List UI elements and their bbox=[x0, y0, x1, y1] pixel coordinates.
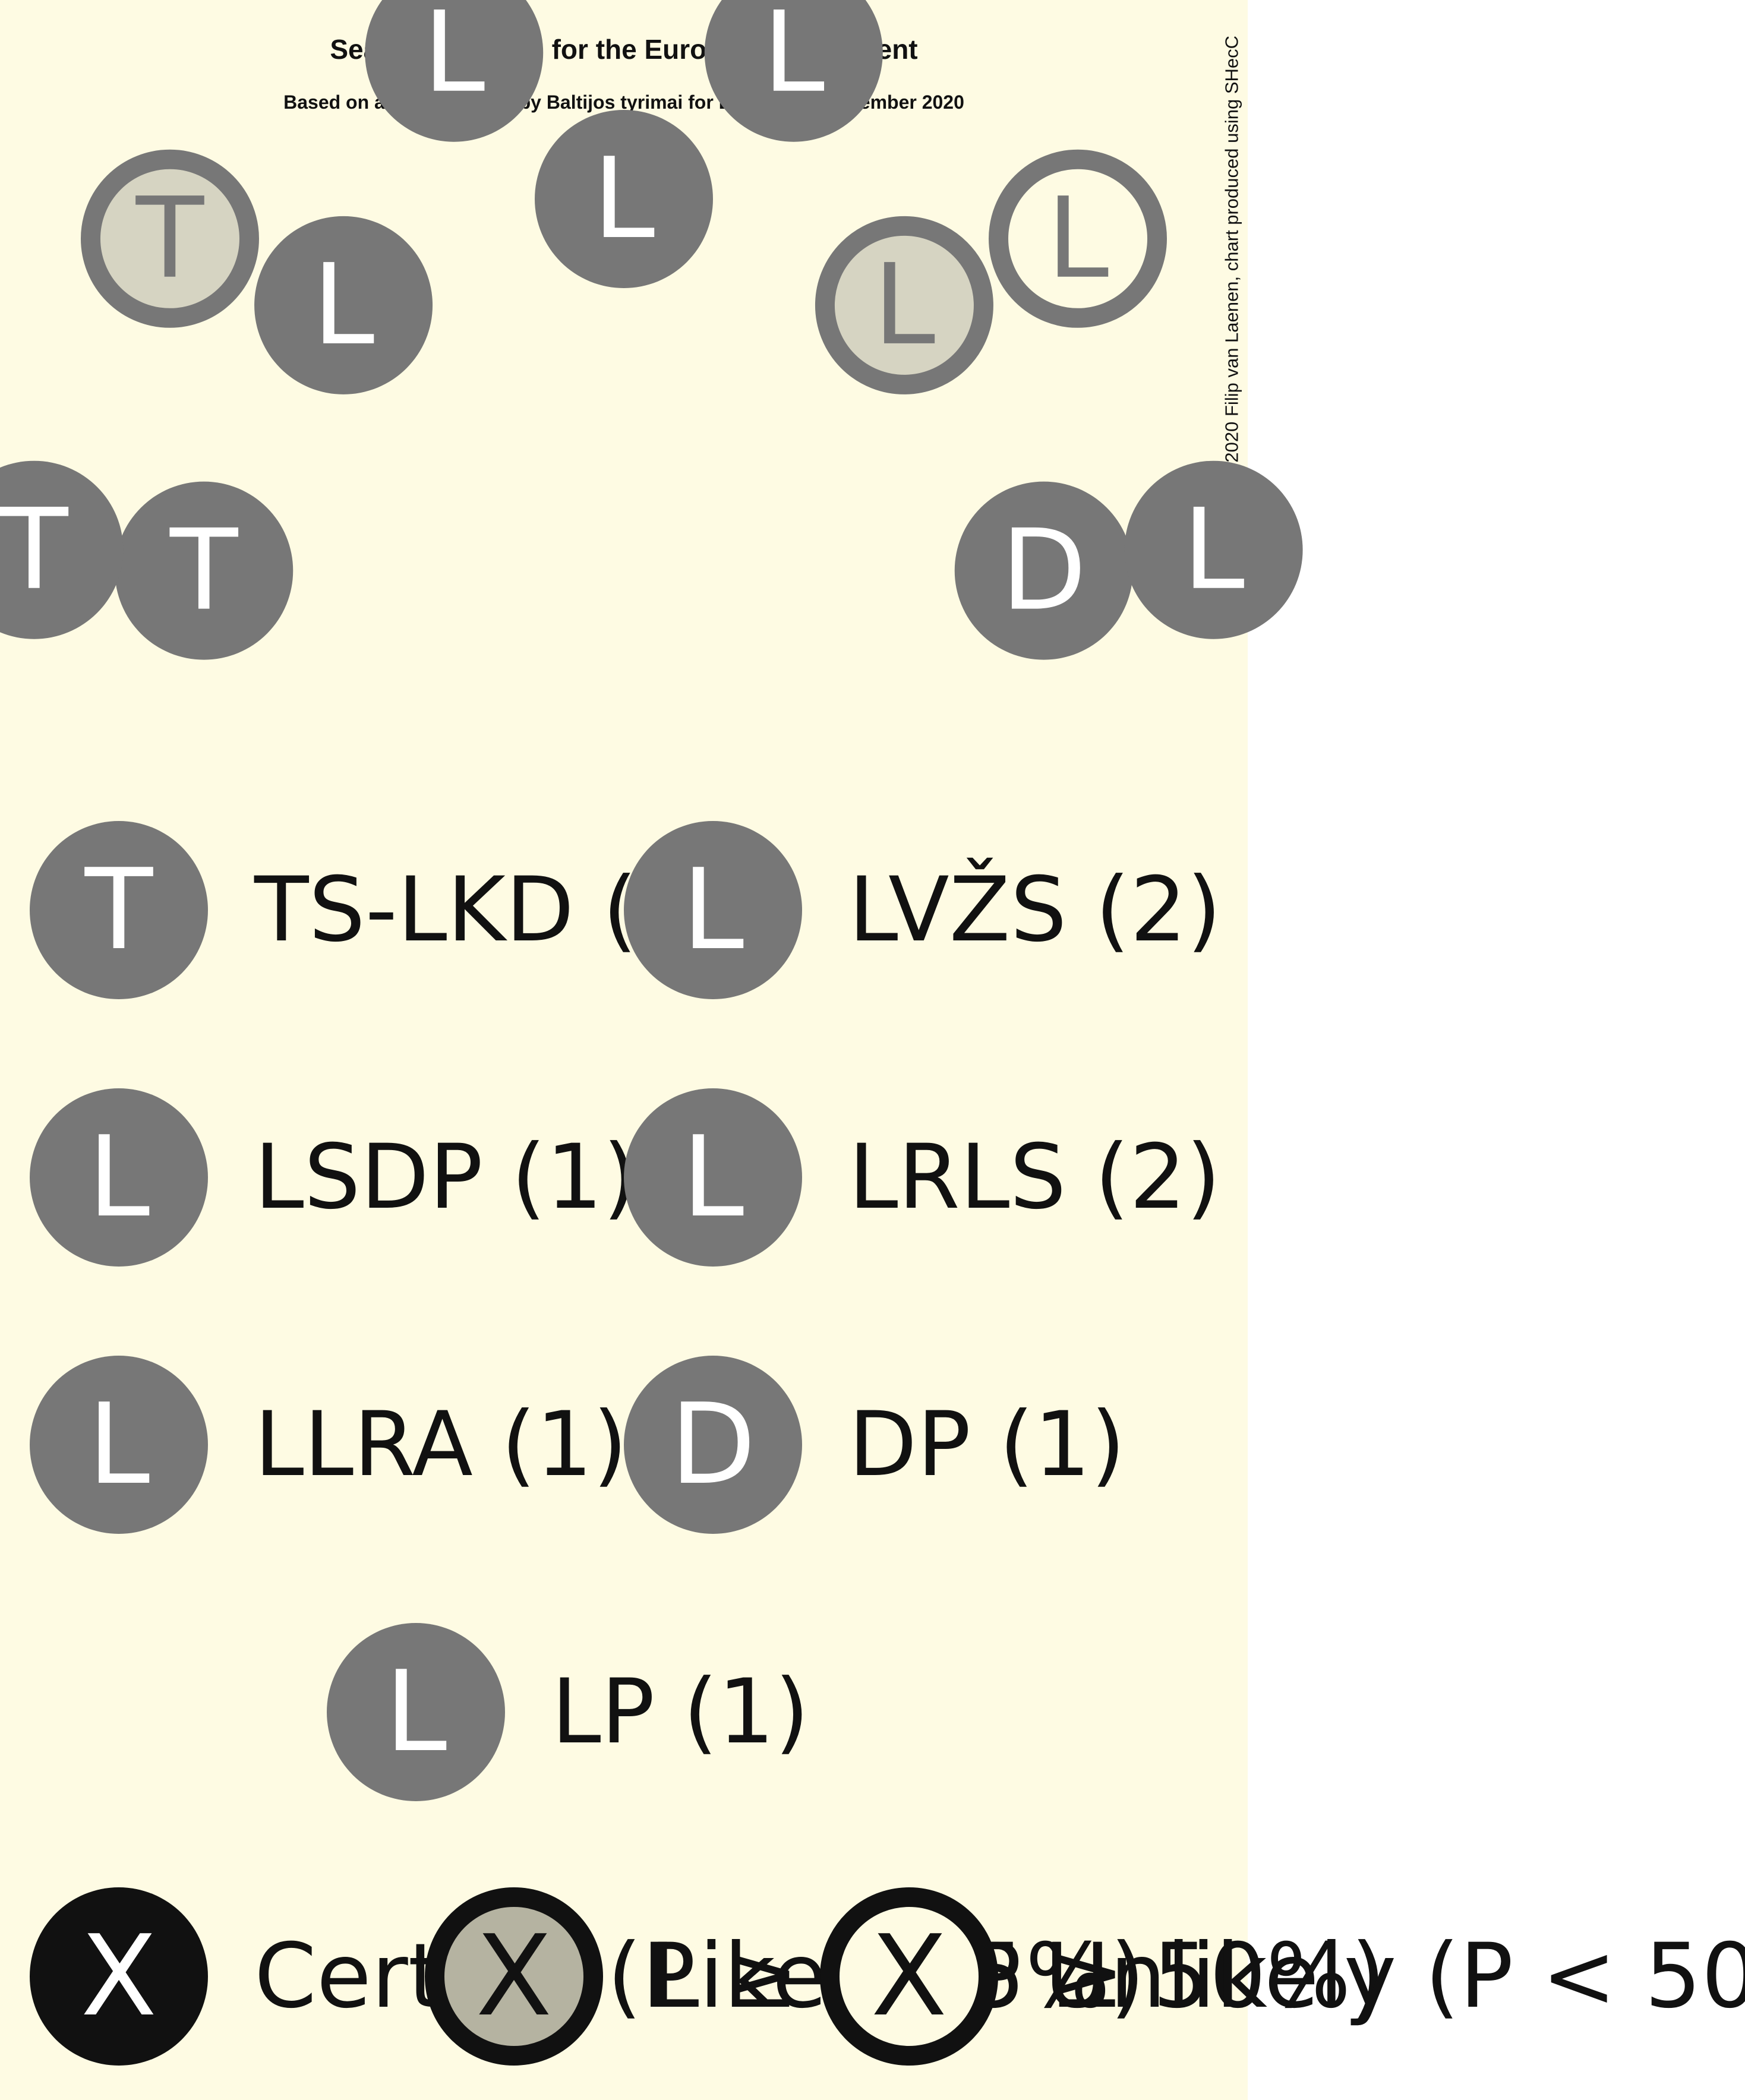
seat-1-circle bbox=[115, 481, 294, 660]
party-marker: T bbox=[30, 821, 208, 999]
party-item: L LVŽS (2) bbox=[624, 821, 1222, 999]
seat-3-circle bbox=[80, 149, 259, 328]
seat-11: L bbox=[1124, 460, 1303, 639]
legend-marker-letter: X bbox=[81, 1912, 157, 2041]
seat-6: L bbox=[535, 110, 713, 288]
seat-6-letter: L bbox=[593, 134, 655, 264]
legend-marker: X bbox=[30, 1887, 208, 2066]
seat-5: L bbox=[365, 0, 544, 142]
seat-8: L bbox=[815, 216, 993, 394]
party-label: DP (1) bbox=[848, 1393, 1125, 1496]
party-label: LVŽS (2) bbox=[848, 858, 1222, 962]
seat-2: T bbox=[0, 460, 124, 639]
legend-label: Unlikely (P < 50%) bbox=[1045, 1925, 1745, 2028]
legend-label: Likely (P ≥ 50%) bbox=[649, 1925, 1386, 2028]
legend-marker-letter: X bbox=[476, 1912, 552, 2041]
party-marker-circle bbox=[624, 1356, 802, 1534]
party-label: LSDP (1) bbox=[254, 1126, 638, 1229]
party-marker-letter: L bbox=[385, 1647, 447, 1777]
party-marker-circle bbox=[30, 821, 208, 999]
party-marker: L bbox=[30, 1088, 208, 1267]
party-marker: L bbox=[327, 1623, 505, 1801]
party-marker-letter: T bbox=[84, 845, 154, 975]
legend-marker-circle bbox=[820, 1887, 998, 2066]
legend-marker: X bbox=[425, 1887, 603, 2066]
seat-1: T bbox=[115, 481, 294, 660]
seat-11-circle bbox=[1124, 460, 1303, 639]
seat-7: L bbox=[704, 0, 883, 142]
seat-4-letter: L bbox=[313, 241, 374, 370]
party-marker: L bbox=[624, 821, 802, 999]
party-item: D DP (1) bbox=[624, 1356, 1125, 1534]
seat-10: D bbox=[954, 481, 1133, 660]
seat-9-letter: L bbox=[1047, 174, 1109, 304]
seat-1-letter: T bbox=[169, 506, 239, 636]
chart-background bbox=[0, 0, 1248, 2100]
party-marker-letter: L bbox=[88, 1380, 150, 1510]
seat-9-circle bbox=[989, 149, 1167, 328]
seat-2-letter: T bbox=[0, 485, 69, 615]
legend-marker-circle bbox=[30, 1887, 208, 2066]
seat-10-letter: D bbox=[1001, 506, 1087, 636]
party-item: L LSDP (1) bbox=[30, 1088, 638, 1267]
seat-4: L bbox=[254, 216, 433, 394]
party-marker-circle bbox=[30, 1088, 208, 1267]
party-marker-letter: D bbox=[670, 1380, 756, 1510]
seat-9: L bbox=[989, 149, 1167, 328]
party-marker: L bbox=[624, 1088, 802, 1267]
party-item: L LRLS (2) bbox=[624, 1088, 1221, 1267]
legend-marker: X bbox=[820, 1887, 998, 2066]
seat-8-letter: L bbox=[873, 241, 935, 370]
party-marker-letter: L bbox=[682, 1113, 744, 1242]
party-item: L LLRA (1) bbox=[30, 1356, 627, 1534]
seat-7-circle bbox=[704, 0, 883, 142]
seat-10-circle bbox=[954, 481, 1133, 660]
seat-5-letter: L bbox=[423, 0, 485, 118]
party-marker-letter: L bbox=[682, 845, 744, 975]
party-marker: D bbox=[624, 1356, 802, 1534]
legend-marker-letter: X bbox=[871, 1912, 947, 2041]
seat-4-circle bbox=[254, 216, 433, 394]
party-marker: L bbox=[30, 1356, 208, 1534]
party-marker-circle bbox=[624, 1088, 802, 1267]
seat-6-circle bbox=[535, 110, 713, 288]
seat-3-letter: T bbox=[135, 174, 205, 304]
legend-marker-circle bbox=[425, 1887, 603, 2066]
party-item: L LP (1) bbox=[327, 1623, 809, 1801]
party-marker-circle bbox=[30, 1356, 208, 1534]
seat-5-circle bbox=[365, 0, 544, 142]
seat-8-circle bbox=[815, 216, 993, 394]
party-marker-circle bbox=[624, 821, 802, 999]
party-label: LP (1) bbox=[551, 1660, 809, 1764]
party-marker-circle bbox=[327, 1623, 505, 1801]
seat-2-circle bbox=[0, 460, 124, 639]
copyright-note: © 2020 Filip van Laenen, chart produced … bbox=[1222, 36, 1242, 481]
party-label: LRLS (2) bbox=[848, 1126, 1221, 1229]
seat-3: T bbox=[80, 149, 259, 328]
seat-7-letter: L bbox=[763, 0, 825, 118]
party-label: LLRA (1) bbox=[254, 1393, 627, 1496]
seat-11-letter: L bbox=[1182, 485, 1244, 615]
legend-unlikely: X Unlikely (P < 50%) bbox=[820, 1887, 1745, 2066]
party-marker-letter: L bbox=[88, 1113, 150, 1242]
